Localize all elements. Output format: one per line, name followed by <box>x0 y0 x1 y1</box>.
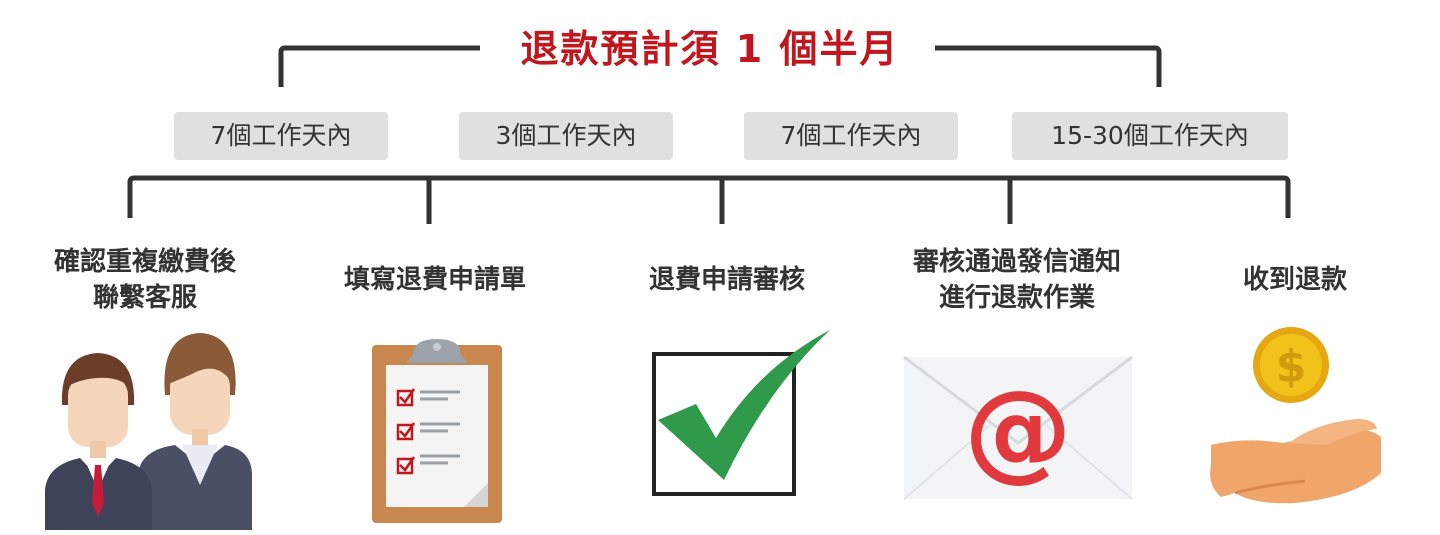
step-1-line-1: 確認重複繳費後 <box>53 247 236 277</box>
top-bracket-right <box>935 45 1162 87</box>
step-label-1: 確認重複繳費後 聯繫客服 <box>30 244 260 316</box>
svg-text:@: @ <box>964 368 1072 493</box>
coin-hand-icon: $ <box>1210 327 1381 504</box>
step-5-line-1: 收到退款 <box>1242 265 1347 295</box>
step-4-line-1: 審核通過發信通知 <box>912 247 1121 277</box>
step-2-line-1: 填寫退費申請單 <box>343 265 526 295</box>
duration-badge-3: 7個工作天內 <box>744 112 958 160</box>
customer-service-people-icon <box>45 333 252 530</box>
page-title: 退款預計須 1 個半月 <box>520 27 900 71</box>
duration-badge-1: 7個工作天內 <box>174 112 388 160</box>
step-label-4: 審核通過發信通知 進行退款作業 <box>902 244 1132 316</box>
duration-badge-2: 3個工作天內 <box>459 112 673 160</box>
checkmark-icon <box>652 330 830 496</box>
top-bracket-left <box>278 45 480 87</box>
email-envelope-icon: @ <box>903 355 1133 500</box>
duration-badge-4: 15-30個工作天內 <box>1012 112 1288 160</box>
clipboard-checklist-icon <box>372 339 502 523</box>
step-label-5: 收到退款 <box>1180 262 1410 298</box>
step-4-line-2: 進行退款作業 <box>938 283 1095 313</box>
step-label-3: 退費申請審核 <box>612 262 842 298</box>
step-1-line-2: 聯繫客服 <box>92 283 197 313</box>
step-label-2: 填寫退費申請單 <box>320 262 550 298</box>
step-3-line-1: 退費申請審核 <box>648 265 805 295</box>
svg-text:$: $ <box>1276 341 1307 392</box>
timeline-bar <box>127 175 1291 218</box>
